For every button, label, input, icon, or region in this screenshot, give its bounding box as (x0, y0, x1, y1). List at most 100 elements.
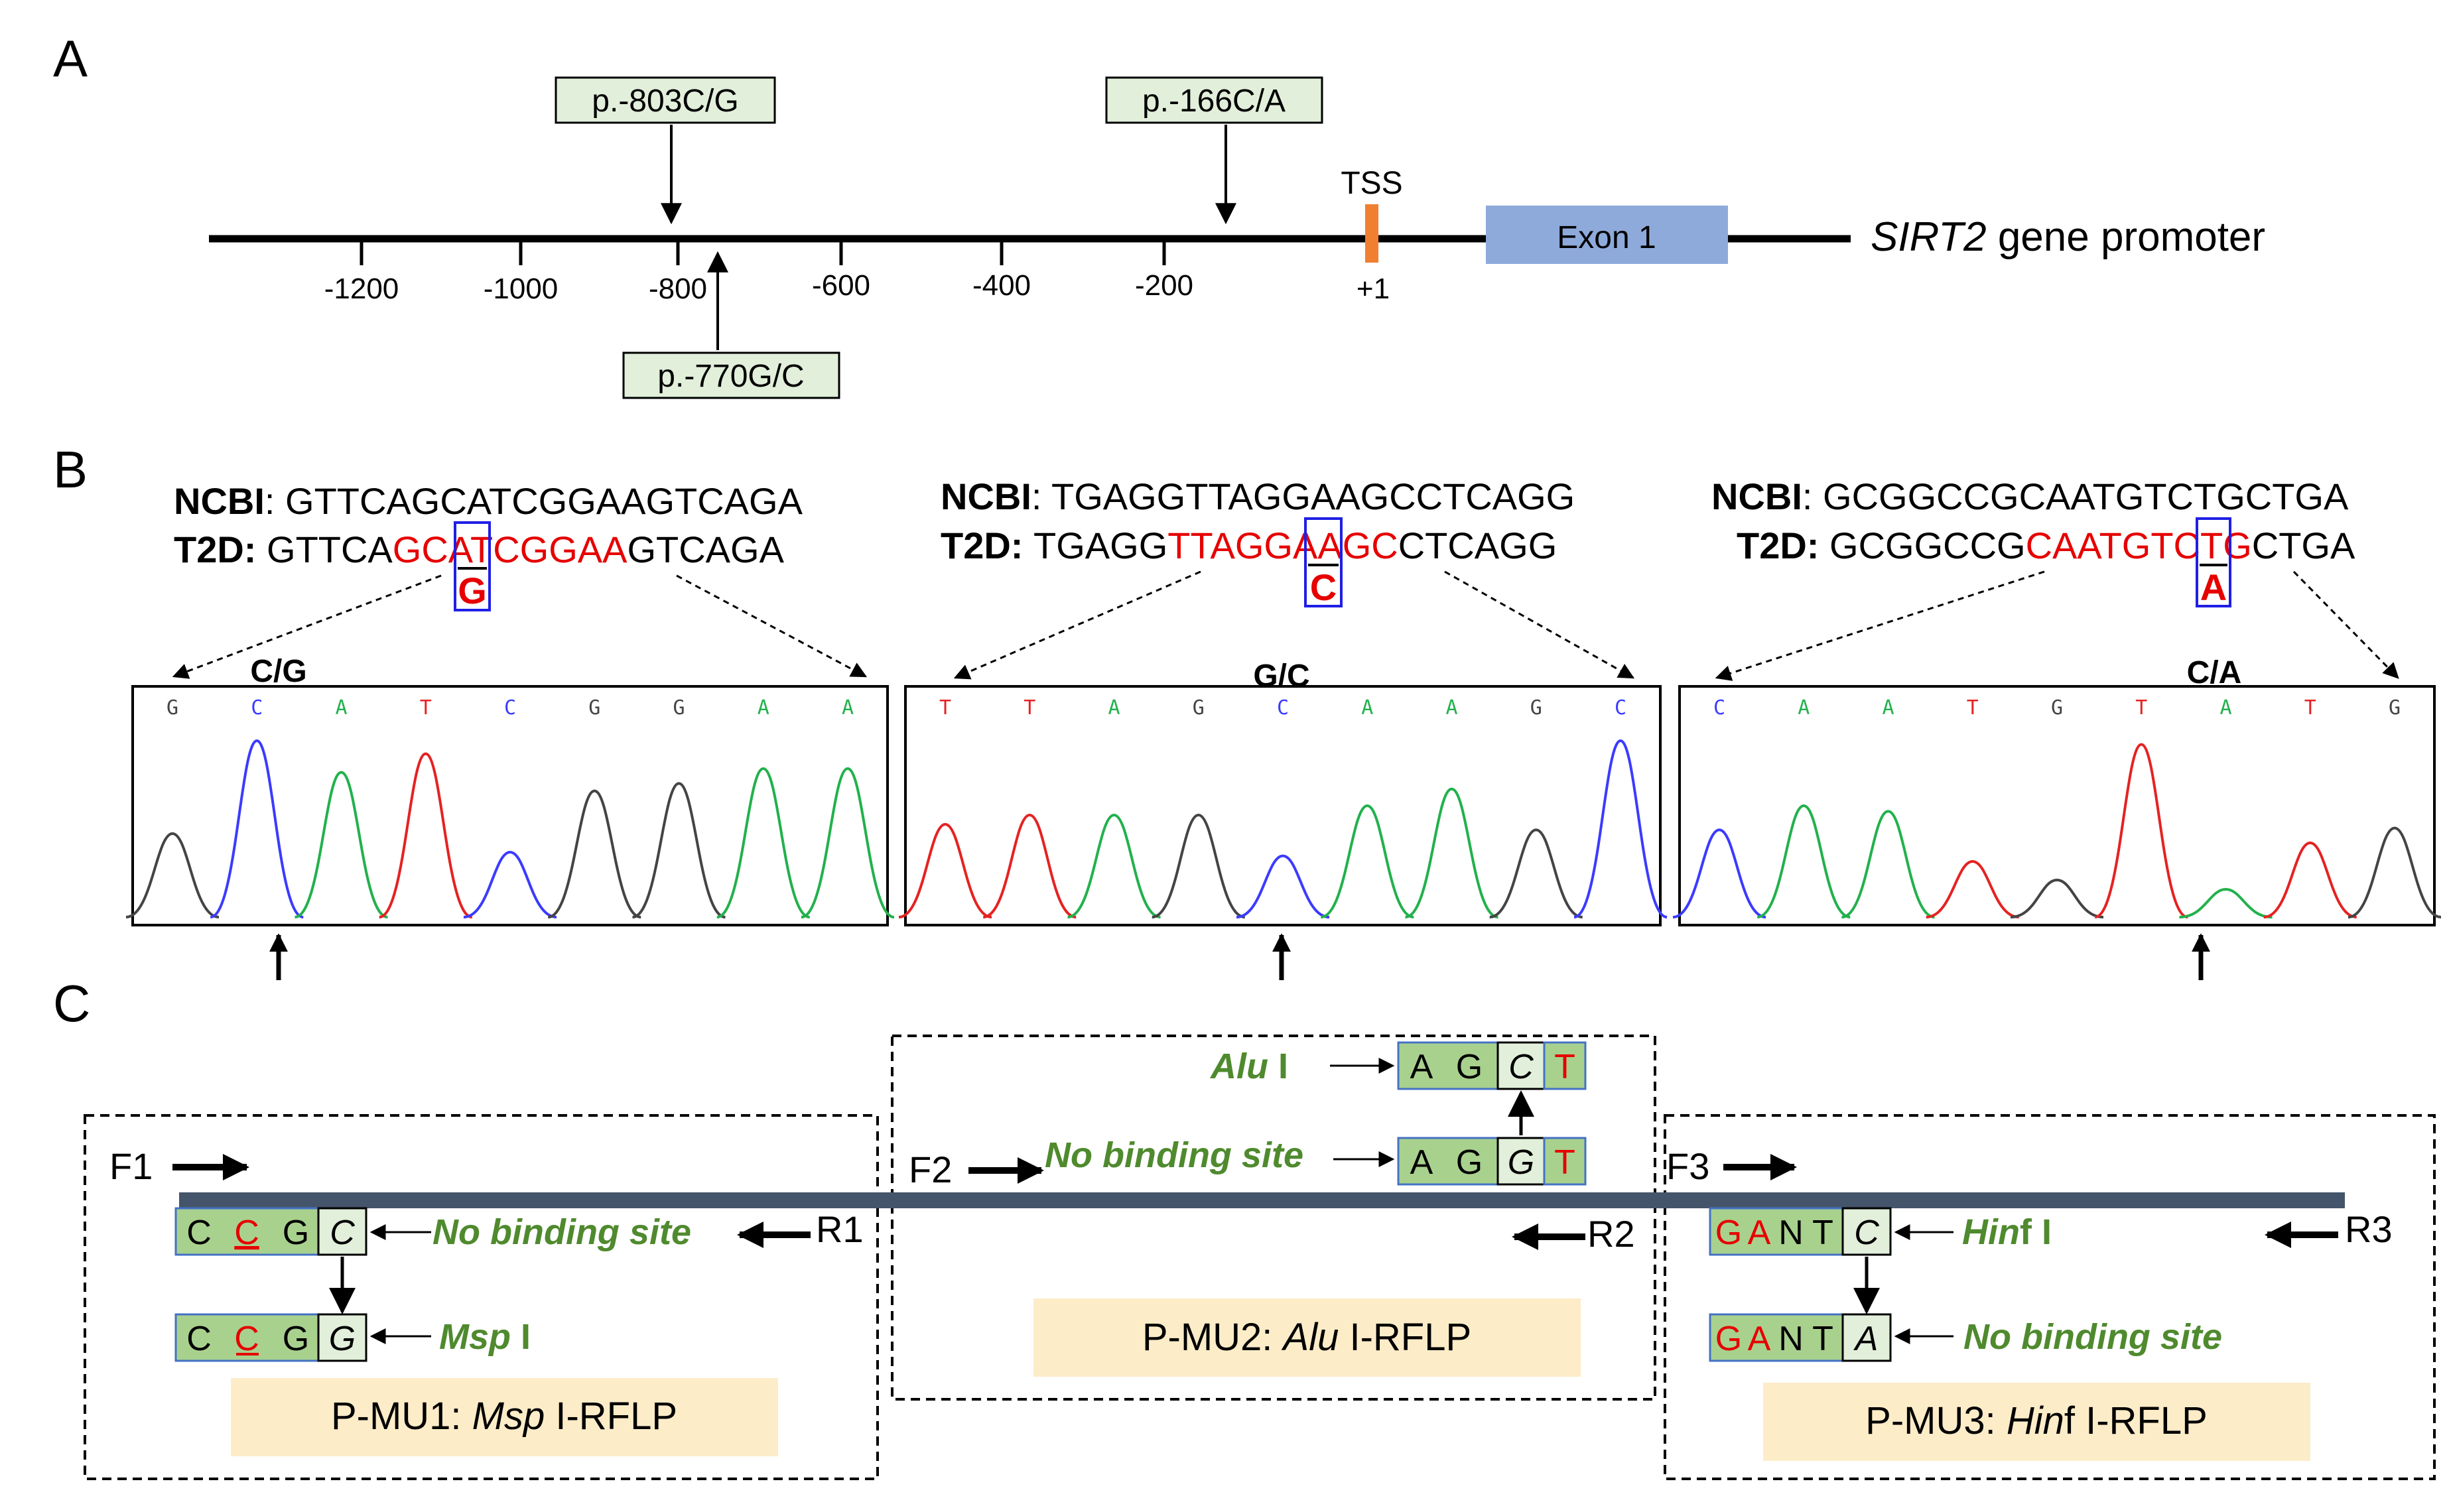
alt-allele: G (458, 570, 487, 611)
trace-peak (1067, 813, 1161, 918)
chromatogram-frame (131, 685, 889, 926)
gene-name: SIRT2 (1871, 214, 1987, 260)
site-base: N (1778, 1320, 1804, 1358)
trace-peak (1320, 804, 1414, 918)
site-base: G (1715, 1214, 1742, 1252)
region-box-mu3 (1664, 1114, 2436, 1480)
zoom-line-right (2292, 570, 2399, 679)
chromatogram-frame (904, 685, 1662, 926)
exon-box (1486, 206, 1728, 264)
zoom-line-right (676, 574, 868, 678)
trace-peak (1672, 828, 1766, 918)
tick-label: -800 (649, 273, 707, 305)
site-base: C (1854, 1214, 1879, 1252)
site-base: G (1508, 1143, 1534, 1182)
base-call: G (1530, 696, 1542, 720)
enzyme-label: Msp I (439, 1317, 531, 1357)
trace-peak (2179, 887, 2273, 918)
amplicon-bar (179, 1192, 2345, 1208)
mu1-site-bottom: C C G G (174, 1313, 367, 1362)
trace-peak (2348, 826, 2442, 918)
primer-f3: F3 (1666, 1145, 1709, 1187)
base-call: T (1967, 696, 1979, 720)
site-base: A (1410, 1143, 1433, 1182)
trace-peak (1926, 859, 2019, 918)
site-base: C (1508, 1048, 1534, 1086)
zoom-line-left (172, 574, 442, 679)
ncbi-sequence: NCBI: TGAGGTTAGGAAGCCTCAGG (941, 475, 1575, 517)
site-base: T (1812, 1320, 1833, 1358)
trace-peak (2010, 878, 2104, 918)
enzyme-label: Hinf I (1962, 1212, 2052, 1252)
base-call: T (939, 696, 951, 720)
trace-peak (125, 832, 220, 918)
trace-peak (632, 782, 726, 918)
base-call: C (504, 696, 516, 720)
site-box-green (1543, 1041, 1587, 1090)
panel-c-letter: C (53, 974, 90, 1033)
base-call: T (2135, 696, 2147, 720)
site-base: G (1456, 1048, 1483, 1086)
genotype-label: C/G (250, 654, 306, 689)
sequence-block-1: NCBI: GTTCAGCATCGGAAGTCAGA T2D: GTTCAGCA… (172, 480, 868, 679)
rflp-label-box (231, 1378, 778, 1456)
trace-peak (1236, 854, 1330, 918)
mu3-site-top: G A N T C (1709, 1207, 1892, 1256)
primer-f1: F1 (109, 1145, 153, 1187)
variant-label: p.-803C/G (592, 84, 738, 119)
trace-peak (982, 813, 1077, 918)
site-base: C (330, 1214, 355, 1252)
chromatogram-frame (1678, 685, 2436, 926)
enzyme-label: Alu I (1209, 1046, 1288, 1086)
rflp-label-box (1033, 1298, 1581, 1377)
ncbi-sequence: NCBI: GCGGCCGCAATGTCTGCTGA (1711, 475, 2349, 517)
base-call: A (758, 696, 769, 720)
trace-peak (547, 789, 641, 918)
genotype-label: G/C (1253, 659, 1309, 694)
tss-marker (1365, 204, 1378, 263)
exon-label: Exon 1 (1557, 220, 1656, 255)
site-base: G (1456, 1143, 1483, 1182)
tick-label: -1200 (324, 273, 399, 305)
site-base: G (283, 1214, 309, 1252)
site-box-variant (1841, 1207, 1892, 1256)
trace-peak (1573, 739, 1668, 918)
base-call: C (1615, 696, 1626, 720)
base-call: G (1193, 696, 1205, 720)
base-call: T (2304, 696, 2316, 720)
site-base: T (1812, 1214, 1833, 1252)
trace-peak (1152, 813, 1246, 918)
tick-label: -200 (1135, 269, 1193, 302)
trace-peak (379, 752, 473, 918)
base-call: T (1024, 696, 1035, 720)
primer-f2: F2 (909, 1149, 952, 1190)
variant-box (1105, 76, 1323, 124)
primer-r1: R1 (816, 1208, 864, 1250)
trace-peak (1841, 810, 1935, 918)
panel-b-letter: B (53, 440, 88, 499)
trace-peak (1756, 804, 1851, 918)
site-base: C (186, 1320, 212, 1358)
base-call: G (673, 696, 685, 720)
gene-suffix: gene promoter (1987, 214, 2265, 260)
site-box-green (1543, 1137, 1587, 1186)
t2d-sequence: T2D: GTTCAGCATCGGAAGTCAGA (174, 529, 785, 570)
trace-peak (294, 771, 389, 918)
mu2-site-bottom: A G G T (1397, 1137, 1587, 1186)
site-base: N (1778, 1214, 1804, 1252)
site-base: C (234, 1214, 259, 1252)
site-box-variant (317, 1207, 367, 1256)
tick-label: -400 (972, 269, 1031, 302)
tick-label: -600 (812, 269, 870, 302)
base-call: G (2389, 696, 2401, 720)
base-call: T (420, 696, 432, 720)
region-box-mu2 (891, 1035, 1656, 1401)
base-call: A (1798, 696, 1810, 720)
primer-r2: R2 (1587, 1213, 1635, 1255)
site-base: G (283, 1320, 309, 1358)
site-base: G (1715, 1320, 1742, 1358)
site-box-variant (1841, 1313, 1892, 1362)
tick-label: -1000 (484, 273, 559, 305)
